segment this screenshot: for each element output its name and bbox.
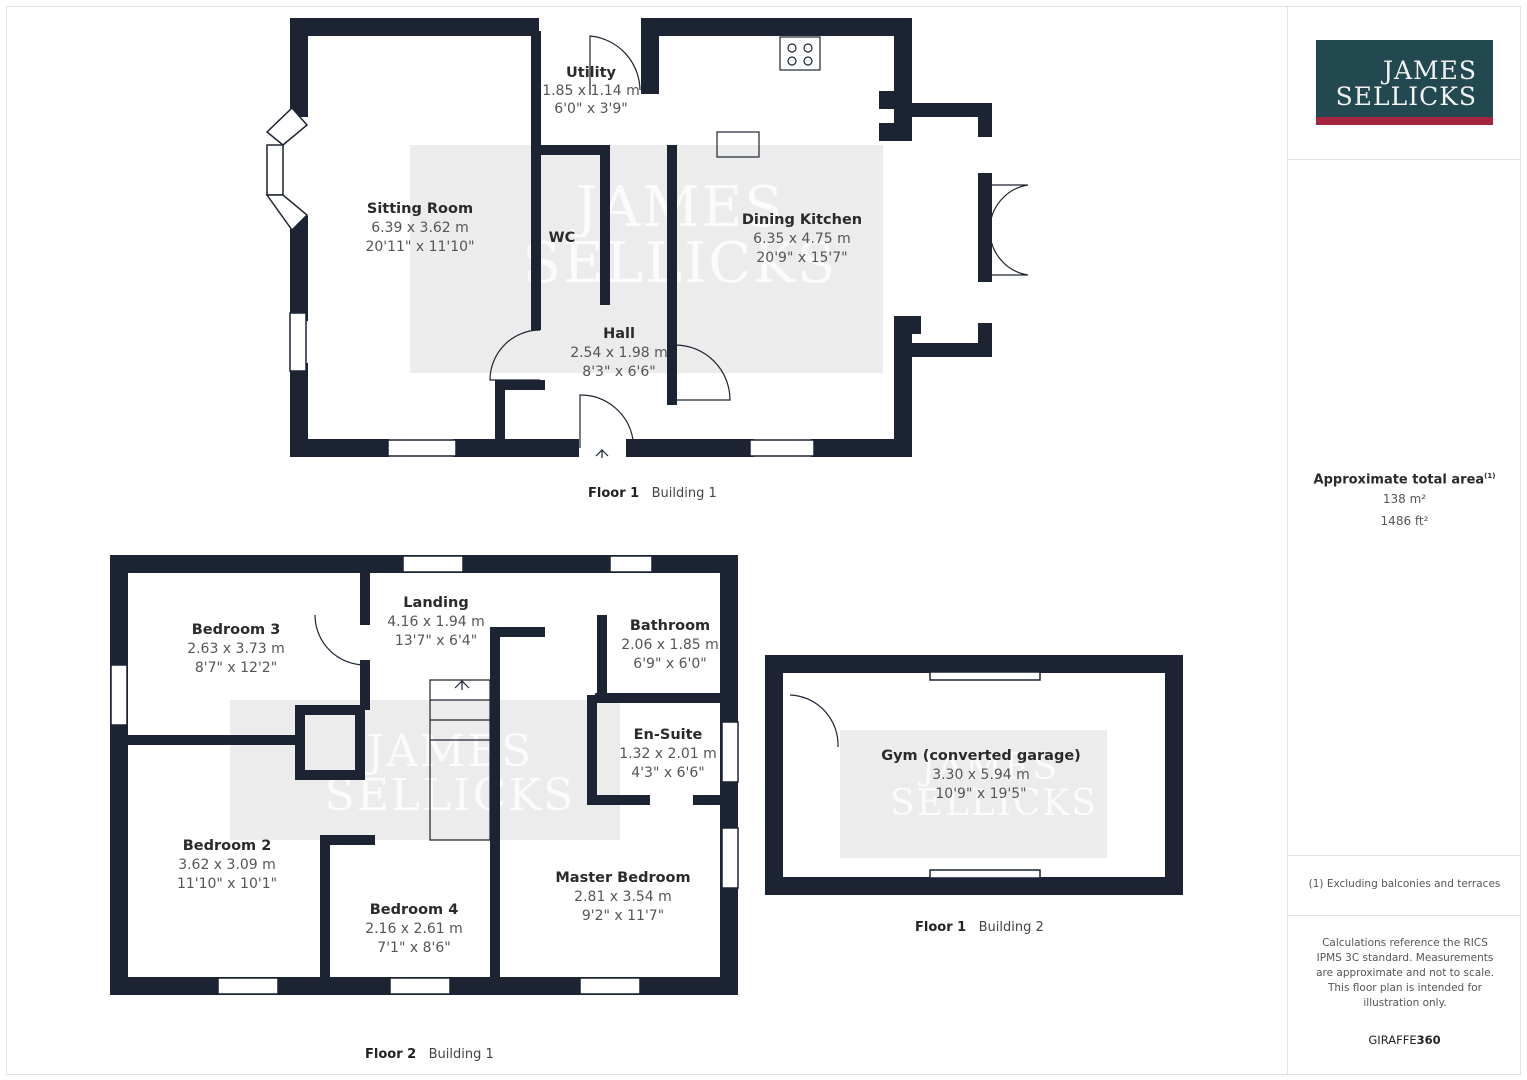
watermark-text: JAMES SELLICKS	[324, 726, 576, 821]
page-frame	[6, 6, 1521, 1075]
info-sidebar: JAMES SELLICKS Approximate total area(1)…	[1287, 6, 1521, 1075]
watermark	[840, 730, 1107, 858]
area-ft2: 1486 ft²	[1380, 514, 1429, 528]
divider	[1288, 855, 1521, 856]
doors	[314, 35, 1029, 841]
disclaimer: Calculations reference the RICS IPMS 3C …	[1316, 937, 1494, 1009]
area-m2: 138 m²	[1382, 492, 1427, 506]
floor-caption: Floor 1 Building 1	[588, 486, 717, 501]
floor-caption: Floor 1 Building 2	[915, 920, 1044, 935]
giraffe360-logo: GIRAFFE360	[1368, 1033, 1441, 1047]
floor2-interior-walls	[119, 565, 733, 985]
floor-caption: Floor 2 Building 1	[365, 1047, 494, 1062]
floor1-building1-walls	[290, 18, 921, 457]
area-title: Approximate total area(1)	[1313, 472, 1496, 488]
gym-walls	[765, 655, 1183, 895]
footnote: (1) Excluding balconies and terraces	[1308, 878, 1501, 890]
floor-plan	[110, 18, 1183, 995]
kitchen-extension-walls	[905, 103, 992, 357]
divider	[1288, 159, 1521, 160]
james-sellicks-logo: JAMES SELLICKS	[1316, 40, 1493, 125]
floor1-interior-walls	[495, 31, 677, 445]
logo-stripe	[1316, 117, 1493, 125]
room-wc: WC	[548, 230, 576, 246]
watermark	[410, 145, 883, 373]
divider	[1288, 915, 1521, 916]
watermark-text: JAMES SELLICKS	[890, 747, 1099, 824]
windows	[110, 106, 1041, 995]
